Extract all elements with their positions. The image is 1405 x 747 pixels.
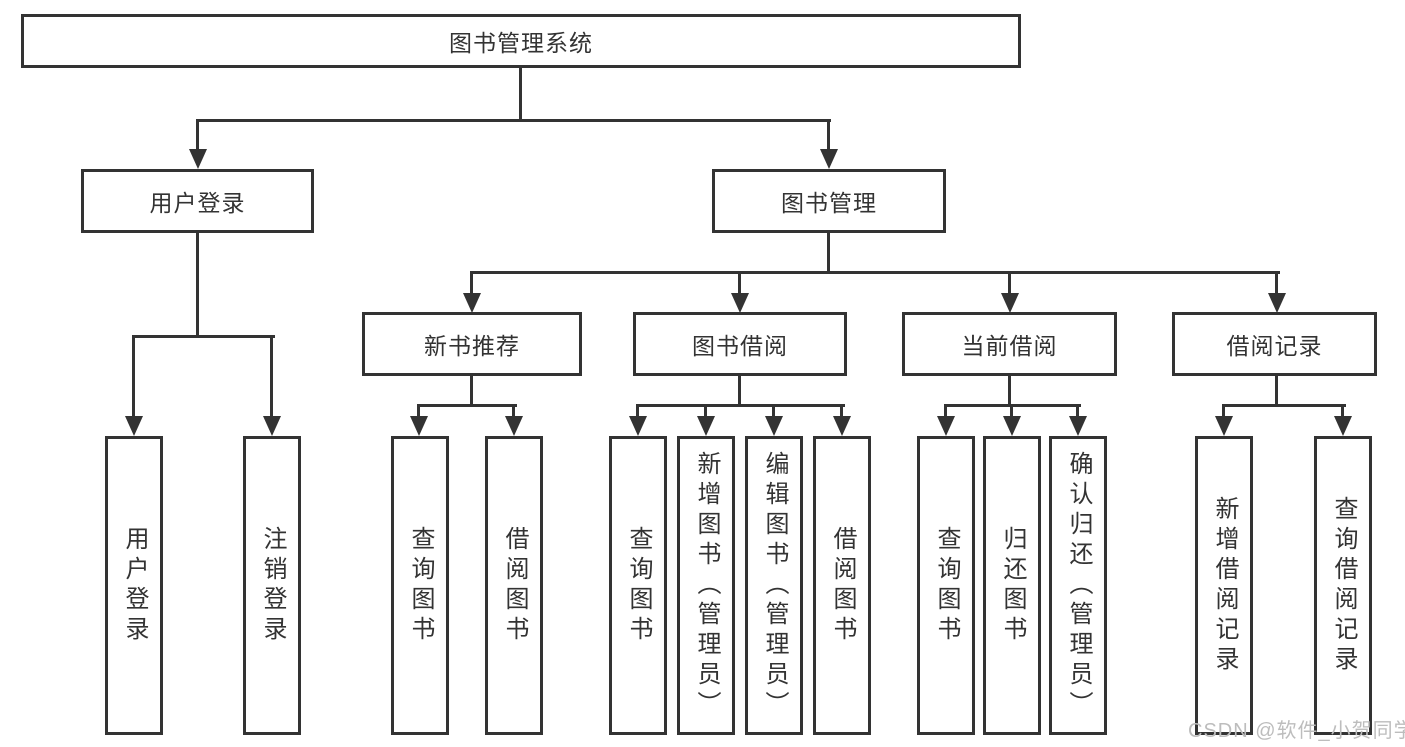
arrow-down-icon <box>937 416 955 436</box>
connector-line <box>1008 271 1011 294</box>
node-leaf-logout: 注销登录 <box>243 436 301 735</box>
connector-line <box>196 119 831 122</box>
node-book-management: 图书管理 <box>712 169 946 233</box>
connector-line <box>827 119 830 150</box>
connector-line <box>738 376 741 405</box>
arrow-down-icon <box>731 293 749 313</box>
connector-line <box>636 404 639 417</box>
node-user-login: 用户登录 <box>81 169 314 233</box>
connector-line <box>704 404 707 417</box>
arrow-down-icon <box>833 416 851 436</box>
connector-line <box>417 404 420 417</box>
node-new-book-recommend: 新书推荐 <box>362 312 582 376</box>
node-borrow-record-label: 借阅记录 <box>1226 333 1323 359</box>
arrow-down-icon <box>1334 416 1352 436</box>
connector-line <box>470 271 473 294</box>
node-root-label: 图书管理系统 <box>449 30 593 56</box>
node-leaf-borrow-book: 借阅图书 <box>813 436 871 735</box>
connector-line <box>196 119 199 150</box>
arrow-down-icon <box>1003 416 1021 436</box>
node-leaf-add-borrow-record: 新增借阅记录 <box>1195 436 1253 735</box>
connector-line <box>738 271 741 294</box>
node-borrow-record: 借阅记录 <box>1172 312 1377 376</box>
node-leaf-recommend-query-book: 查询图书 <box>391 436 449 735</box>
node-leaf-recommend-borrow-book: 借阅图书 <box>485 436 543 735</box>
arrow-down-icon <box>125 416 143 436</box>
node-leaf-add-book-admin: 新增图书（管理员） <box>677 436 735 735</box>
node-new-book-recommend-label: 新书推荐 <box>424 333 520 359</box>
connector-line <box>1076 404 1079 417</box>
arrow-down-icon <box>463 293 481 313</box>
node-leaf-add-book-admin-label: 新增图书（管理员） <box>693 450 720 721</box>
node-leaf-recommend-borrow-book-label: 借阅图书 <box>501 525 528 646</box>
node-leaf-current-query-book: 查询图书 <box>917 436 975 735</box>
arrow-down-icon <box>820 149 838 169</box>
node-leaf-edit-book-admin-label: 编辑图书（管理员） <box>761 450 788 721</box>
node-leaf-borrow-book-label: 借阅图书 <box>829 525 856 646</box>
connector-line <box>470 271 1280 274</box>
connector-line <box>827 233 830 273</box>
connector-line <box>270 335 273 417</box>
node-leaf-return-book-label: 归还图书 <box>999 525 1026 646</box>
connector-line <box>944 404 947 417</box>
arrow-down-icon <box>697 416 715 436</box>
connector-line <box>1222 404 1346 407</box>
watermark: CSDN @软件_小贺同学 <box>1188 720 1405 742</box>
connector-line <box>840 404 843 417</box>
node-leaf-user-login-label: 用户登录 <box>121 525 148 646</box>
connector-line <box>132 335 275 338</box>
arrow-down-icon <box>1001 293 1019 313</box>
arrow-down-icon <box>765 416 783 436</box>
arrow-down-icon <box>410 416 428 436</box>
connector-line <box>417 404 517 407</box>
connector-line <box>132 335 135 417</box>
connector-line <box>196 233 199 336</box>
node-current-borrow-label: 当前借阅 <box>961 333 1058 359</box>
arrow-down-icon <box>263 416 281 436</box>
node-leaf-add-borrow-record-label: 新增借阅记录 <box>1211 495 1238 676</box>
node-leaf-query-borrow-record-label: 查询借阅记录 <box>1330 495 1357 676</box>
node-leaf-borrow-query-book: 查询图书 <box>609 436 667 735</box>
connector-line <box>1275 376 1278 405</box>
node-leaf-confirm-return-admin-label: 确认归还（管理员） <box>1065 450 1092 721</box>
node-book-borrow-label: 图书借阅 <box>692 333 788 359</box>
node-leaf-logout-label: 注销登录 <box>259 525 286 646</box>
node-leaf-query-borrow-record: 查询借阅记录 <box>1314 436 1372 735</box>
node-book-management-label: 图书管理 <box>781 190 877 216</box>
connector-line <box>519 66 522 120</box>
arrow-down-icon <box>505 416 523 436</box>
node-user-login-label: 用户登录 <box>149 190 246 216</box>
connector-line <box>512 404 515 417</box>
arrow-down-icon <box>189 149 207 169</box>
node-leaf-borrow-query-book-label: 查询图书 <box>625 525 652 646</box>
connector-line <box>470 376 473 405</box>
node-current-borrow: 当前借阅 <box>902 312 1117 376</box>
node-leaf-edit-book-admin: 编辑图书（管理员） <box>745 436 803 735</box>
connector-line <box>1341 404 1344 417</box>
connector-line <box>1275 271 1278 294</box>
connector-line <box>772 404 775 417</box>
arrow-down-icon <box>1268 293 1286 313</box>
connector-line <box>636 404 845 407</box>
connector-line <box>1222 404 1225 417</box>
node-leaf-current-query-book-label: 查询图书 <box>933 525 960 646</box>
arrow-down-icon <box>1069 416 1087 436</box>
connector-line <box>1010 404 1013 417</box>
node-leaf-confirm-return-admin: 确认归还（管理员） <box>1049 436 1107 735</box>
node-leaf-recommend-query-book-label: 查询图书 <box>407 525 434 646</box>
node-leaf-user-login: 用户登录 <box>105 436 163 735</box>
arrow-down-icon <box>629 416 647 436</box>
arrow-down-icon <box>1215 416 1233 436</box>
node-leaf-return-book: 归还图书 <box>983 436 1041 735</box>
node-book-borrow: 图书借阅 <box>633 312 847 376</box>
connector-line <box>1008 376 1011 405</box>
node-root: 图书管理系统 <box>21 14 1021 68</box>
